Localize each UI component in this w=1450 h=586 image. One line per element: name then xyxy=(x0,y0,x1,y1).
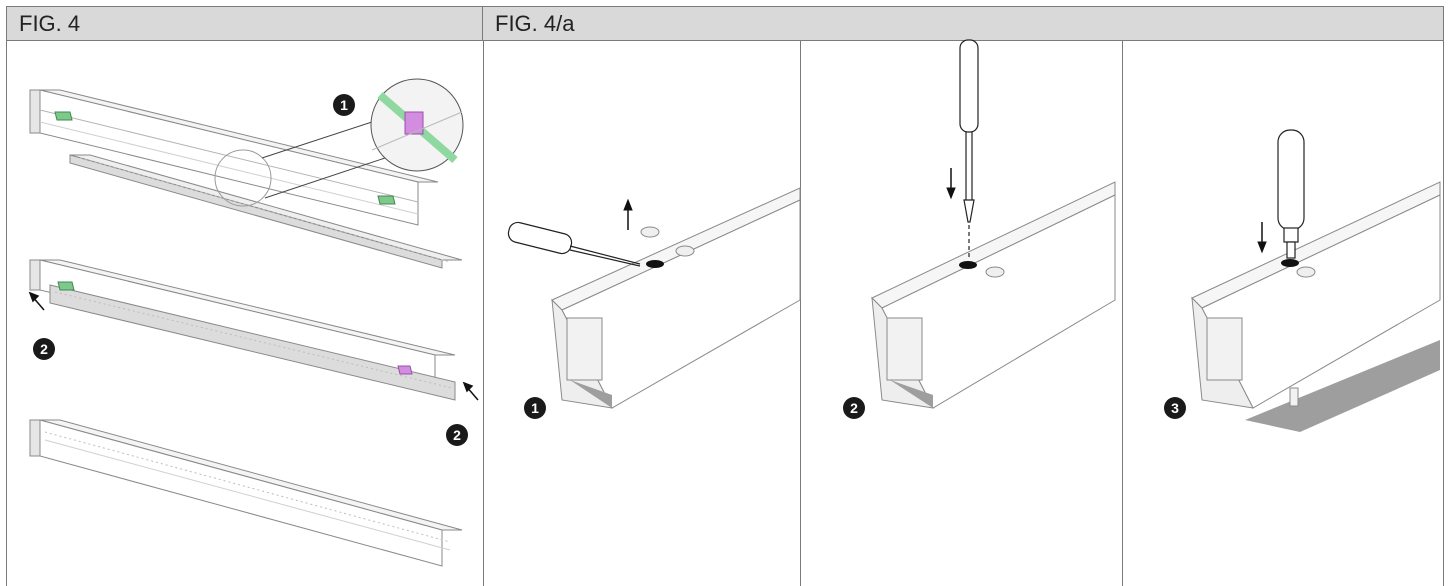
divider-step1 xyxy=(800,41,801,586)
fig4-header: FIG. 4 xyxy=(7,7,483,41)
panel1-screwdriver xyxy=(507,221,641,267)
panel1-lift-arrow xyxy=(623,198,633,230)
step-badge-panel1: 1 xyxy=(524,397,546,419)
panel3-profile xyxy=(1191,181,1441,432)
step-badge-panel2: 2 xyxy=(843,397,865,419)
connector-detail xyxy=(214,78,464,207)
panel2-profile xyxy=(871,181,1116,409)
panel3-screwdriver xyxy=(1277,129,1305,259)
housing-profile-top xyxy=(29,89,439,226)
panel2-screwdriver xyxy=(959,39,979,258)
step-badge-insert-b: 2 xyxy=(446,424,468,446)
fig4a-header: FIG. 4/a xyxy=(483,7,1443,41)
divider-step2 xyxy=(1122,41,1123,586)
divider-fig4 xyxy=(483,41,484,586)
panel2-down-arrow xyxy=(946,168,956,200)
fig4a-title: FIG. 4/a xyxy=(495,11,575,36)
instruction-sheet: FIG. 4 FIG. 4/a xyxy=(6,6,1444,586)
fig4-title: FIG. 4 xyxy=(19,11,81,36)
step-badge-connector: 1 xyxy=(333,94,355,116)
panel1-profile xyxy=(551,187,801,409)
housing-profile-bottom xyxy=(29,419,463,567)
led-module-top xyxy=(69,154,463,269)
panel3-down-arrow xyxy=(1257,222,1267,254)
insert-arrows xyxy=(28,291,479,401)
step-badge-insert-a: 2 xyxy=(33,338,55,360)
housing-profile-middle xyxy=(29,259,456,401)
step-badge-panel3: 3 xyxy=(1164,397,1186,419)
